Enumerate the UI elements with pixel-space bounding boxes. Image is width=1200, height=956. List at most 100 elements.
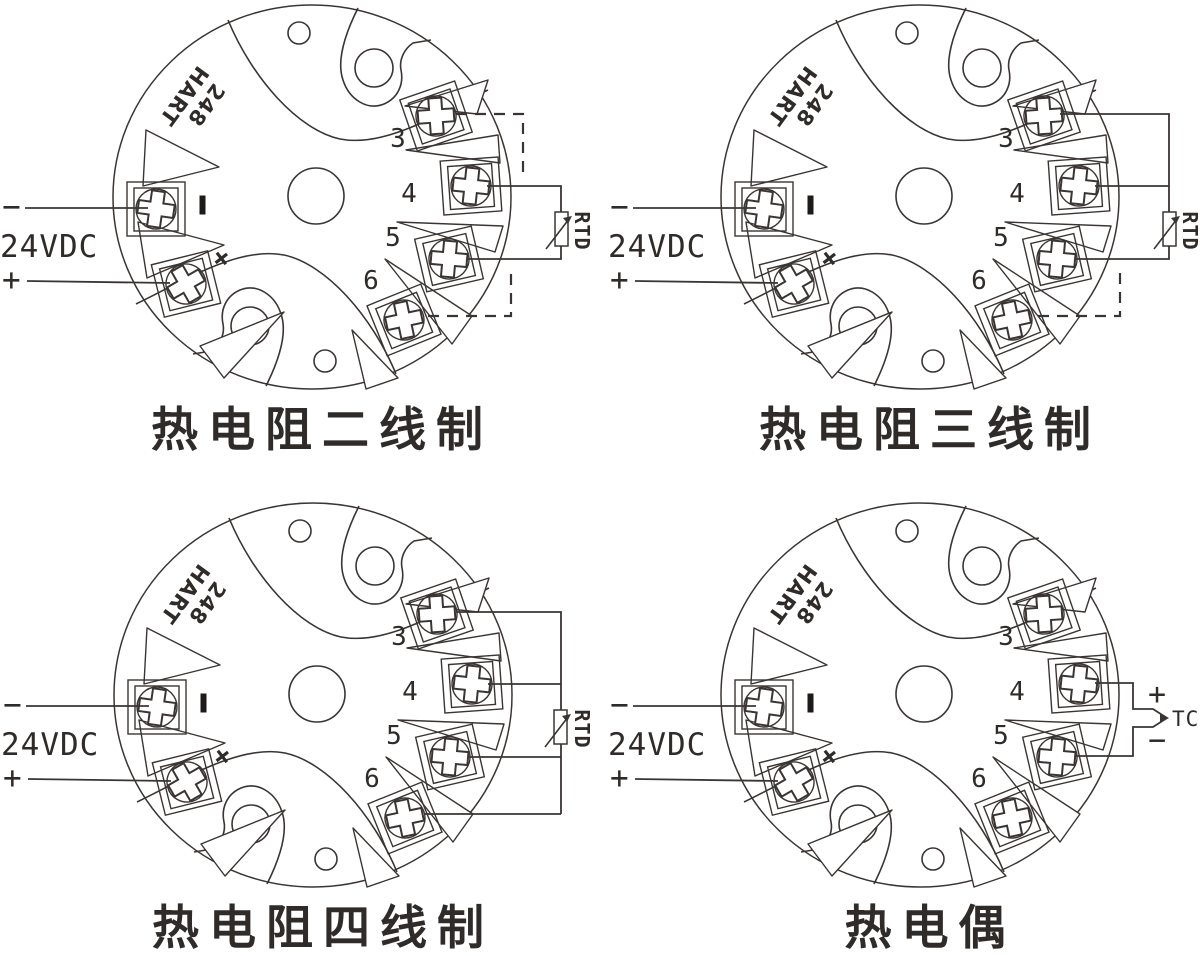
screw-inner [159,755,215,810]
screw-inner [158,257,214,312]
screw-cross [991,797,1033,839]
screw-terminal-3 [1006,80,1082,152]
power-plus-wire [634,280,779,284]
diagram-rtd-4wire: 3 4 5 6 + 248 HART − 24VDC + RTD 热电阻四线制 [1,502,594,956]
screw-terminal-5 [413,225,485,293]
diagram-caption: 热电阻三线制 [759,403,1101,458]
pilot-hole-top [287,21,311,45]
screw-head [135,188,177,230]
power-minus-sign: − [610,687,630,723]
terminal-number-6: 6 [363,266,379,296]
power-plus-wire [27,778,172,782]
power-voltage-label: 24VDC [0,229,98,265]
terminal-number-3: 3 [390,124,406,154]
power-plus-wire [634,778,779,782]
screw-head [743,188,785,230]
mounting-lobe-top [947,505,1040,605]
screw-cross [430,737,470,777]
screw-terminal-5 [1021,225,1093,293]
screw-terminal-pos [758,747,830,817]
screw-cross [417,594,457,634]
screw-head [773,761,815,803]
screw-inner [982,789,1042,848]
terminal-number-3: 3 [391,622,407,652]
rtd-arrow-line [544,716,569,748]
screw-inner [134,685,180,730]
screw-box [127,679,187,735]
mounting-lobe-bottom [193,785,286,885]
screw-inner [423,730,478,785]
power-minus-sign: − [2,189,22,225]
screw-cross [991,299,1033,341]
screw-box [1021,225,1093,293]
power-voltage-label: 24VDC [608,727,706,763]
notch [351,329,399,390]
screw-box [734,181,794,237]
screw-box [150,249,222,319]
terminal-number-4: 4 [402,677,418,707]
power-minus-sign: − [610,189,630,225]
notch [405,134,501,164]
screw-box [126,181,186,237]
screw-box [439,156,503,216]
screw-head [1058,165,1100,207]
screw-cross [429,239,469,279]
mounting-hole-top [962,48,1002,88]
terminal-number-6: 6 [364,764,380,794]
screw-terminal-3 [1006,578,1082,650]
screw-head [166,761,208,803]
pilot-hole-top [288,519,312,543]
screw-cross [1037,737,1077,777]
power-plus-sign: + [610,760,630,796]
screw-inner [766,257,822,312]
diagram-rtd-2wire: 3 4 5 6 + 248 HART − 24VDC + RTD 热电阻二线制 [0,4,594,458]
screw-terminal-4 [440,654,504,714]
transmitter-disc: 3 4 5 6 + 248 HART − 24VDC + [1,502,513,888]
terminal-number-4: 4 [1009,179,1025,209]
screw-inner [446,162,496,211]
screw-box [367,781,443,855]
rtd-arrow-line [1153,218,1178,250]
screw-head [383,299,425,341]
pilot-hole-bottom [921,847,945,871]
screw-inner [766,755,822,810]
screw-inner [408,586,466,643]
screw-box [1006,80,1082,152]
terminal-number-6: 6 [971,266,987,296]
screw-head [1023,95,1065,137]
screw-terminal-4 [1047,654,1111,714]
disc-slot: 3 4 5 6 + 248 HART − 24VDC + [1,502,513,888]
screw-terminal-pos [151,747,223,817]
neg-polarity-mark [200,693,207,713]
notch [199,311,285,379]
terminal-number-5: 5 [386,721,402,751]
screw-box [151,747,223,817]
notch [807,311,893,379]
sensor-wire-solid [425,611,562,815]
screw-cross [383,299,425,341]
screw-box [1047,654,1111,714]
screw-head [1036,238,1078,280]
disc-slot: 3 4 5 6 + 248 HART − 24VDC + [0,4,512,390]
terminal-number-5: 5 [993,223,1009,253]
mounting-lobe-bottom [800,287,893,387]
center-hole [895,665,953,723]
center-hole [895,167,953,225]
terminal-number-6: 6 [971,764,987,794]
terminal-number-4: 4 [1009,677,1025,707]
mounting-lobe-bottom [800,785,893,885]
terminal-number-5: 5 [385,223,401,253]
sensor-wire-solid [467,185,562,260]
jumper-wire-dashed-6 [1038,268,1122,318]
rtd-label: RTD [1178,211,1200,250]
screw-head [136,686,178,728]
screw-cross [384,797,426,839]
tc-plus-sign: + [1148,677,1166,712]
screw-head [991,797,1033,839]
mounting-hole-top [962,546,1002,586]
diagram-caption: 热电阻四线制 [152,901,494,956]
disc-slot: 3 4 5 6 + 248 HART − 24VDC + [608,502,1120,888]
screw-head [429,736,471,778]
